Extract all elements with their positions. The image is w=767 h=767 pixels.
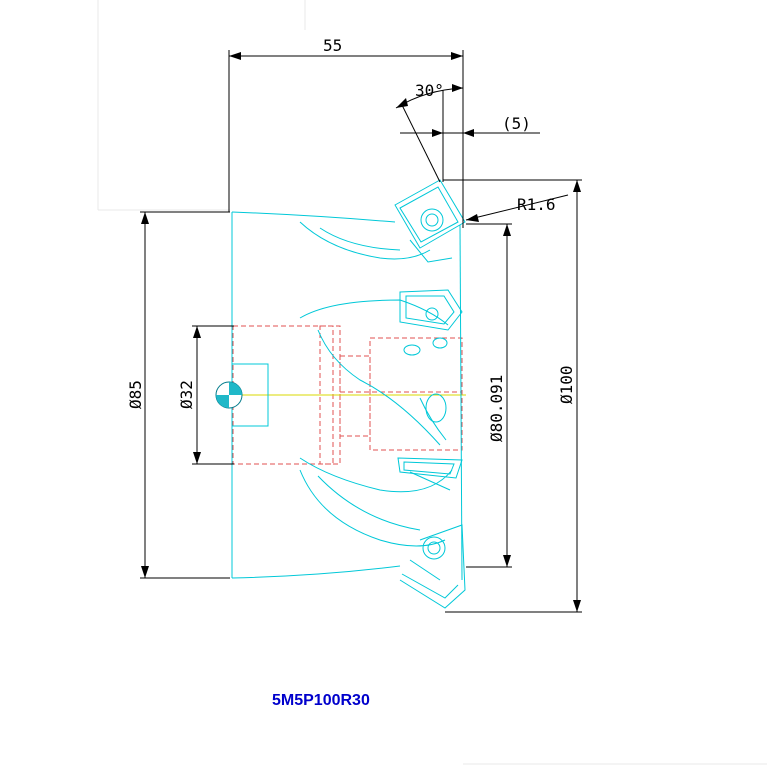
dim-dia-shank-text: Ø85 [126, 380, 145, 409]
dimension-angle: 30° [395, 81, 464, 183]
dimension-dia-pitch: Ø80.091 [466, 223, 512, 568]
insert-lower-middle [397, 457, 463, 491]
dimension-radius: R1.6 [465, 194, 569, 222]
center-mark-icon [215, 381, 243, 409]
dim-radius-text: R1.6 [517, 195, 556, 214]
model-code: 5M5P100R30 [272, 692, 370, 709]
sheet-frame [97, 0, 767, 765]
insert-top [394, 179, 466, 263]
dimension-offset: (5) [400, 114, 540, 137]
dimension-length: 55 [228, 36, 464, 228]
dim-angle-text: 30° [415, 81, 444, 100]
dim-dia-bore-text: Ø32 [177, 380, 196, 409]
insert-center [419, 393, 447, 441]
insert-upper-middle [399, 289, 463, 356]
dimension-dia-bore: Ø32 [177, 325, 234, 465]
insert-bottom [399, 524, 466, 609]
dimension-dia-shank: Ø85 [126, 211, 230, 579]
dim-dia-pitch-text: Ø80.091 [487, 375, 506, 442]
dim-offset-text: (5) [502, 114, 531, 133]
dim-dia-cutter-text: Ø100 [557, 365, 576, 404]
dimension-dia-cutter: Ø100 [443, 179, 582, 613]
dim-length-text: 55 [323, 36, 342, 55]
cutter-body [231, 211, 463, 581]
